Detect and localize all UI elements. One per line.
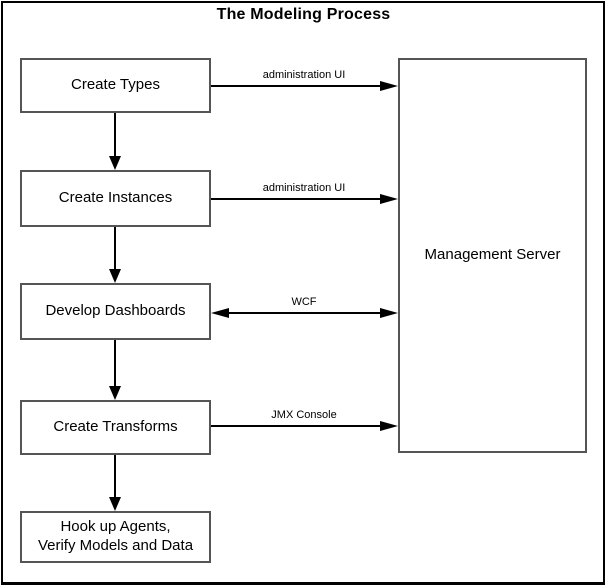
- box-create-types: Create Types: [20, 58, 211, 113]
- arrow-label-administration-ui-1: administration UI: [262, 69, 346, 81]
- box-hookup-agents-verify: Hook up Agents, Verify Models and Data: [20, 511, 211, 563]
- box-label: Create Instances: [58, 189, 173, 207]
- arrow-create-instances-to-server: [211, 194, 398, 204]
- arrow-develop-dashboards-to-create-transforms: [109, 340, 121, 400]
- box-create-transforms: Create Transforms: [20, 400, 211, 455]
- box-label: Management Server: [424, 246, 561, 264]
- arrow-create-types-to-create-instances: [109, 113, 121, 170]
- box-label: Create Transforms: [53, 418, 178, 436]
- arrow-label-administration-ui-2: administration UI: [262, 182, 346, 194]
- box-label: Develop Dashboards: [45, 302, 186, 320]
- box-management-server: Management Server: [398, 58, 587, 453]
- box-label: Hook up Agents, Verify Models and Data: [37, 518, 194, 554]
- arrow-label-wcf: WCF: [291, 296, 317, 308]
- arrow-create-transforms-to-hookup: [109, 455, 121, 511]
- arrow-create-instances-to-develop-dashboards: [109, 227, 121, 283]
- page-title: The Modeling Process: [216, 6, 391, 23]
- arrow-develop-dashboards-server-bidirectional: [211, 308, 398, 318]
- arrow-label-jmx-console: JMX Console: [271, 409, 337, 421]
- arrow-create-types-to-server: [211, 81, 398, 91]
- box-develop-dashboards: Develop Dashboards: [20, 283, 211, 340]
- arrow-create-transforms-to-server: [211, 421, 398, 431]
- box-create-instances: Create Instances: [20, 170, 211, 227]
- box-label: Create Types: [71, 76, 160, 94]
